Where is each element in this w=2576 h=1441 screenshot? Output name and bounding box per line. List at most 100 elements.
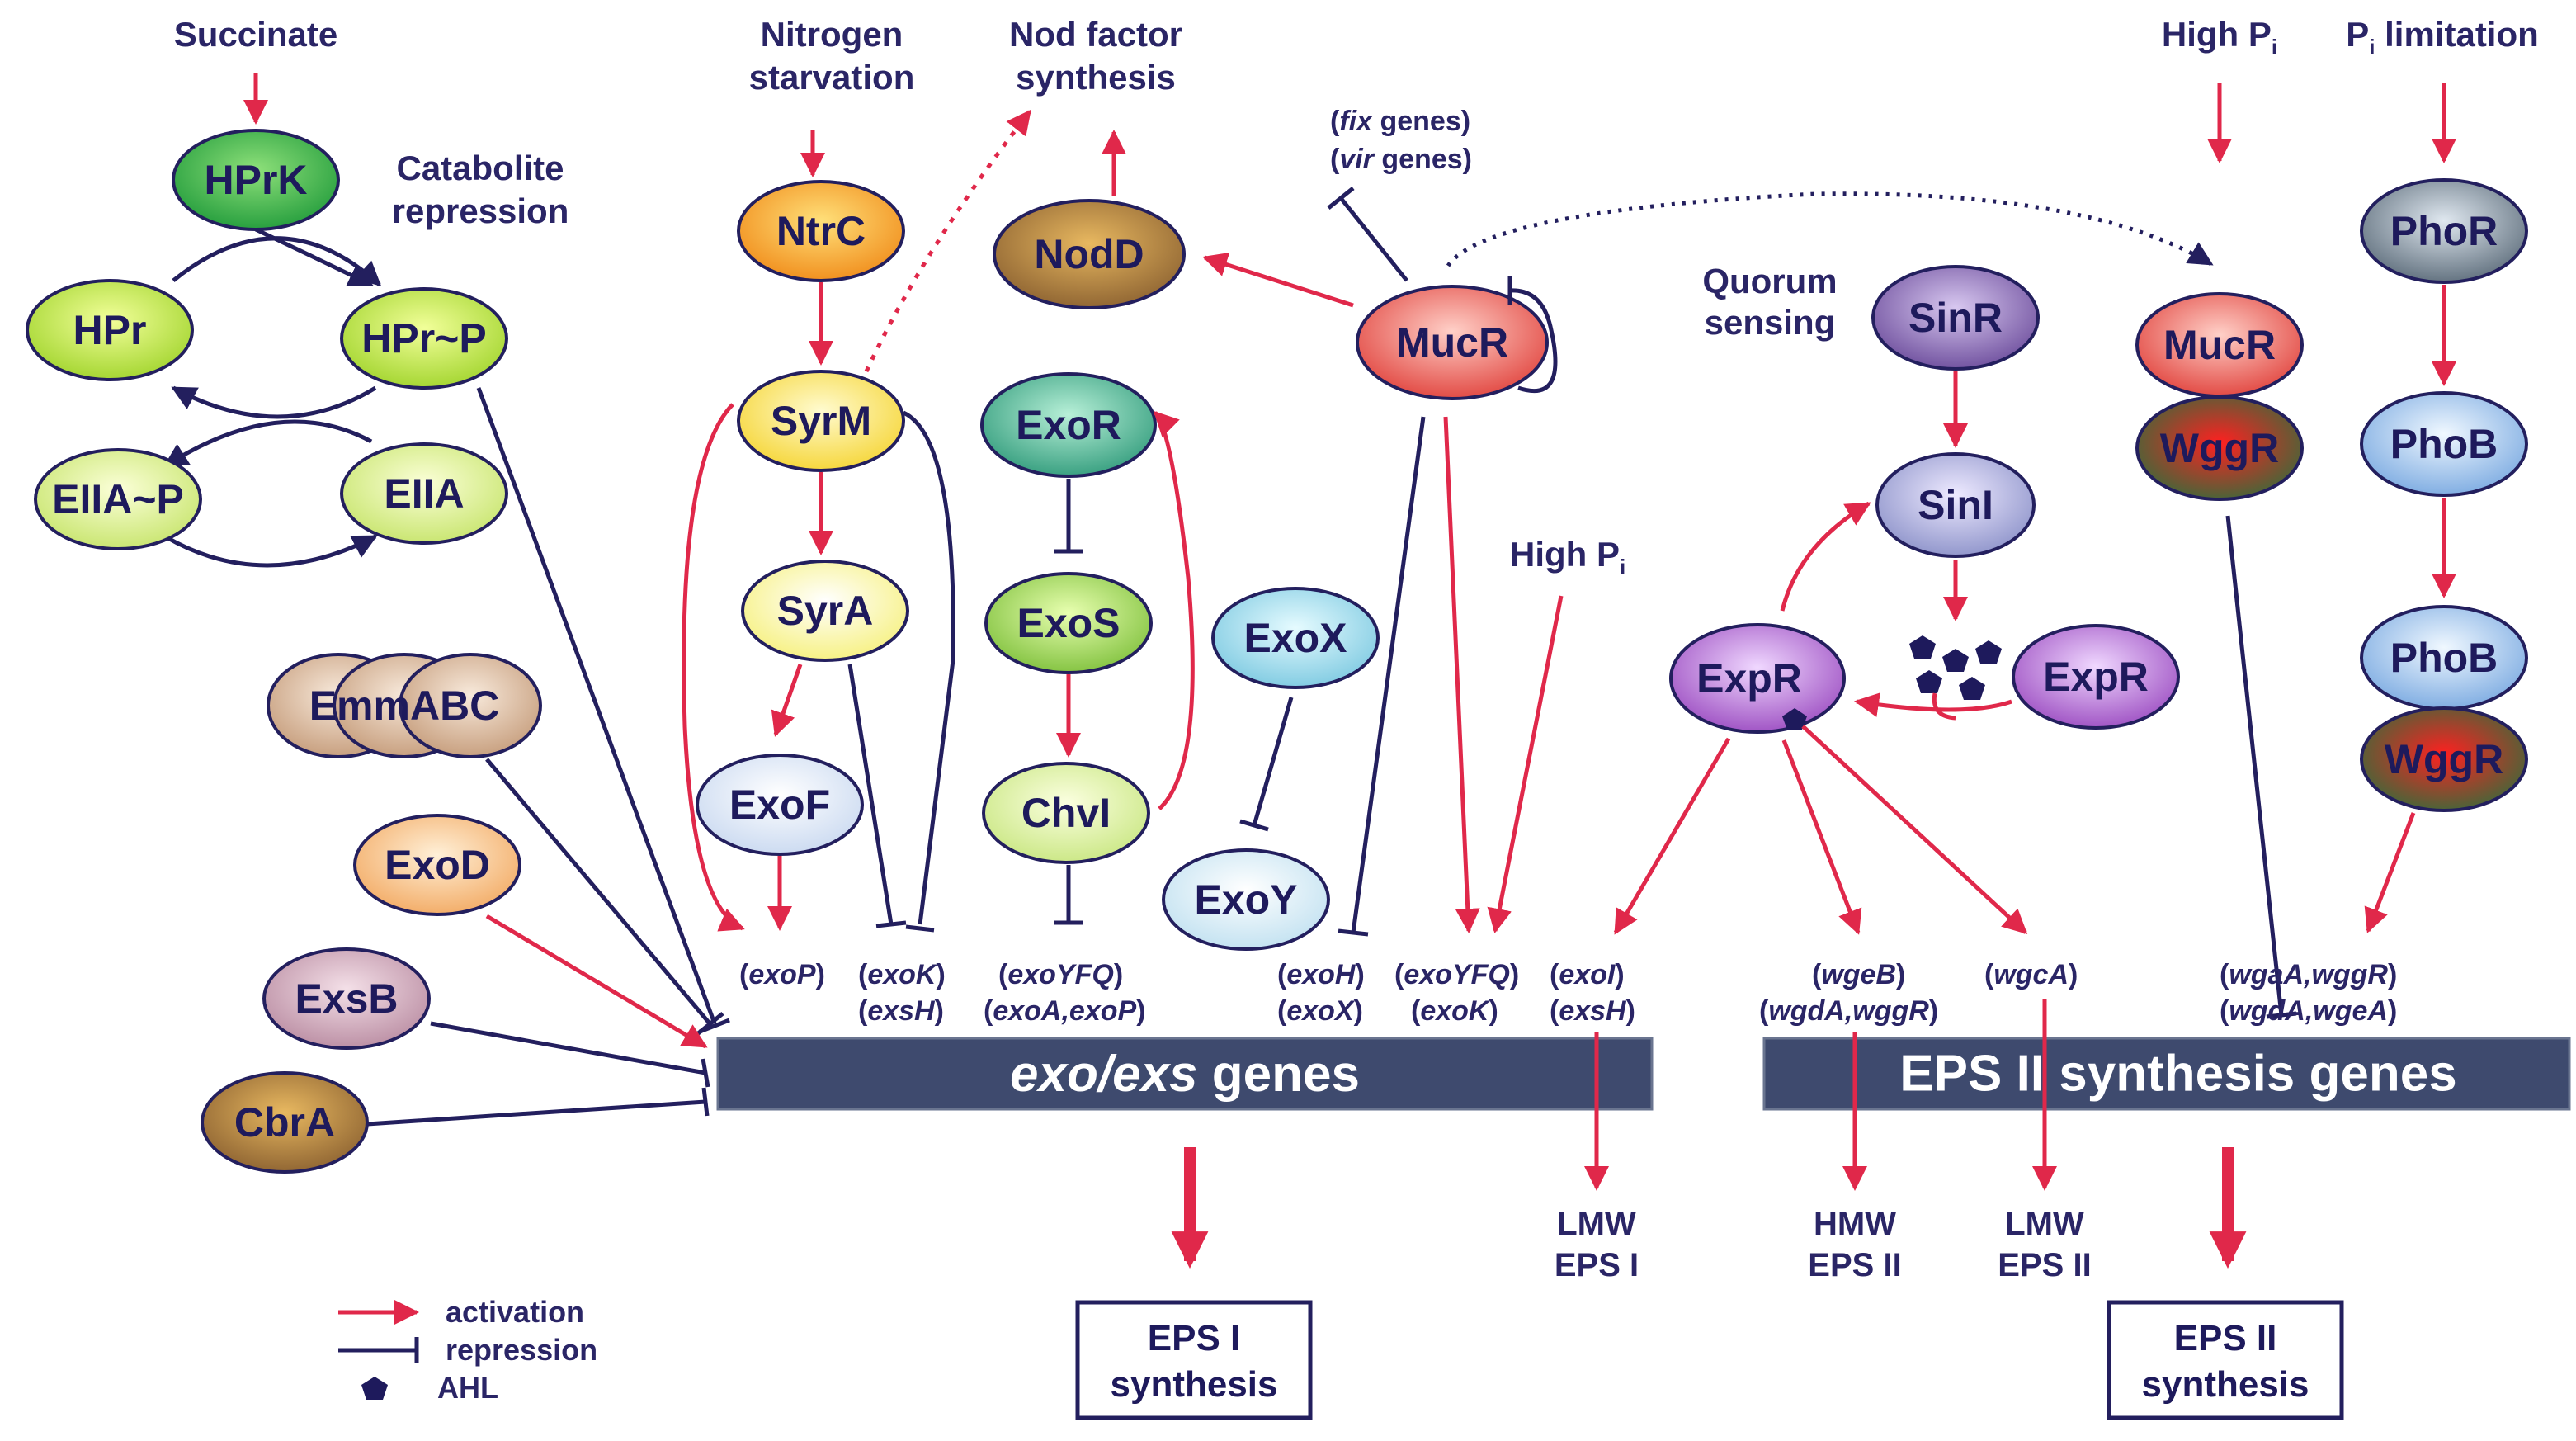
eps2-synthesis-box: EPS II synthesis — [2107, 1300, 2344, 1420]
gene-exoA-exoP: (exoA,exoP) — [984, 995, 1146, 1027]
node-phob1-label: PhoB — [2390, 421, 2498, 467]
expr-to-sini-arrow — [1780, 501, 1871, 612]
node-mucr-wggr-complex: MucR WggR — [2135, 292, 2304, 501]
eps1-synthesis-line2: synthesis — [1111, 1364, 1278, 1405]
node-exox-label: ExoX — [1243, 615, 1347, 661]
lmw-eps1-label-1: LMW — [1557, 1206, 1636, 1242]
syra-to-exof-arrow — [771, 664, 803, 737]
gene-exsH-2: (exsH) — [1550, 995, 1635, 1027]
nitrogen-label-1: Nitrogen — [761, 15, 903, 54]
node-wggr-label: WggR — [2160, 425, 2279, 471]
node-phor-label: PhoR — [2390, 208, 2498, 254]
high-pi-label-1: High Pi — [1510, 535, 1625, 579]
catabolite-label-1: Catabolite — [396, 149, 564, 187]
cbra-repression-line — [366, 1099, 706, 1127]
highpi-to-exoyfq-arrow — [1487, 595, 1564, 933]
node-exof: ExoF — [696, 754, 864, 856]
hmw-eps2-label-2: EPS II — [1808, 1247, 1901, 1283]
node-sini-label: SinI — [1918, 482, 1993, 528]
node-cbra: CbrA — [201, 1071, 369, 1174]
exox-repression-bar — [1239, 819, 1269, 832]
node-hprk: HPrK — [172, 129, 340, 231]
nod-label-2: synthesis — [1016, 58, 1176, 97]
hprp-to-hpr-arrow — [171, 385, 377, 419]
succinate-label: Succinate — [174, 15, 337, 54]
gene-exoI: (exoI) — [1550, 959, 1625, 990]
node-phob-1: PhoB — [2360, 391, 2528, 497]
node-eiia-label: EIIA — [384, 470, 464, 517]
ahl-molecules — [1909, 635, 2002, 700]
node-wggr2-label: WggR — [2385, 736, 2503, 782]
legend-activation-label: activation — [446, 1295, 584, 1329]
node-exod: ExoD — [353, 814, 521, 916]
nod-label-1: Nod factor — [1009, 15, 1182, 54]
mucr-fix-repression-bar — [1327, 187, 1355, 210]
syrm-repression-curve — [902, 410, 955, 925]
node-hpr-p-label: HPr~P — [361, 315, 486, 361]
exo-exs-genes-label: exo/exs genes — [1010, 1046, 1360, 1103]
syra-repression-line — [847, 664, 894, 925]
phob-wggr-to-wgaa-arrow — [2364, 812, 2416, 933]
lmw-eps2-label-2: EPS II — [1998, 1247, 2091, 1283]
vir-genes-label: (vir genes) — [1330, 144, 1472, 175]
node-chvi-label: ChvI — [1021, 790, 1111, 836]
node-nodd-label: NodD — [1034, 231, 1144, 277]
mucr-fix-repression-line — [1339, 196, 1408, 282]
eiiap-to-eiia-arrow — [163, 534, 378, 568]
gene-wgcA: (wgcA) — [1984, 959, 2078, 990]
gene-exoH: (exoH) — [1277, 959, 1365, 990]
fix-genes-label: (fix genes) — [1330, 106, 1470, 137]
cbra-repression-bar — [701, 1087, 710, 1117]
exo-exs-genes-bar: exo/exs genes — [716, 1037, 1654, 1111]
gene-wgeB: (wgeB) — [1812, 959, 1905, 990]
gene-exoP: (exoP) — [739, 959, 825, 990]
node-phob-wggr-complex: PhoB WggR — [2360, 605, 2528, 812]
syrm-repression-bar — [905, 924, 935, 933]
node-hpr-label: HPr — [73, 307, 147, 353]
eps2-genes-label: EPS II synthesis genes — [1899, 1046, 2456, 1103]
exsb-repression-bar — [701, 1058, 710, 1088]
gene-exsH: (exsH) — [858, 995, 944, 1027]
mucr-dotted-link — [1446, 191, 2214, 267]
nitrogen-label-2: starvation — [749, 58, 915, 97]
eps2-synthesis-line1: EPS II — [2174, 1318, 2277, 1358]
node-hpr: HPr — [26, 279, 194, 381]
hpr-to-hprp-arrow — [172, 236, 382, 287]
expr-to-wgca-arrow — [1801, 725, 2028, 935]
node-exox: ExoX — [1211, 587, 1380, 689]
legend: activation repression AHL — [338, 1295, 597, 1405]
chvi-to-exor-feedback-arrow — [1153, 410, 1195, 810]
gene-exoYFQ: (exoYFQ) — [998, 959, 1123, 990]
node-chvi: ChvI — [982, 762, 1150, 864]
eiia-to-eiiap-arrow — [163, 419, 373, 469]
expr-binding-arrow — [1854, 692, 2012, 717]
quorum-label-2: sensing — [1705, 303, 1836, 342]
expr-to-wgeb-arrow — [1781, 739, 1862, 935]
exox-repression-line — [1252, 697, 1294, 826]
node-hprk-label: HPrK — [204, 157, 307, 203]
node-syrm-label: SyrM — [771, 398, 871, 444]
node-mucr2-label: MucR — [2163, 322, 2276, 368]
legend-repression-label: repression — [446, 1333, 597, 1367]
node-syra-label: SyrA — [777, 588, 874, 634]
exod-activation-arrow — [485, 914, 708, 1049]
legend-ahl-icon — [361, 1377, 388, 1400]
node-syrm: SyrM — [737, 370, 905, 472]
node-eiia: EIIA — [340, 442, 508, 545]
node-eiia-p: EIIA~P — [34, 448, 202, 550]
pi-limitation-label: Pi limitation — [2346, 15, 2539, 59]
legend-ahl-label: AHL — [437, 1371, 498, 1405]
mucr-wggr-repression-line — [2225, 515, 2284, 1016]
lmw-eps2-label-1: LMW — [2005, 1206, 2084, 1242]
hmw-eps2-label-1: HMW — [1814, 1206, 1896, 1242]
syra-repression-bar — [875, 920, 907, 928]
node-expr-right: ExpR — [2012, 624, 2180, 730]
syrm-to-exop-curved-arrow — [682, 403, 745, 932]
node-expr-left: ExpR — [1669, 623, 1846, 734]
node-mucr: MucR — [1356, 285, 1549, 400]
catabolite-label-2: repression — [392, 191, 569, 230]
gene-exoX: (exoX) — [1277, 995, 1363, 1027]
node-sini: SinI — [1875, 452, 2036, 558]
hprp-repression-line — [476, 387, 717, 1024]
